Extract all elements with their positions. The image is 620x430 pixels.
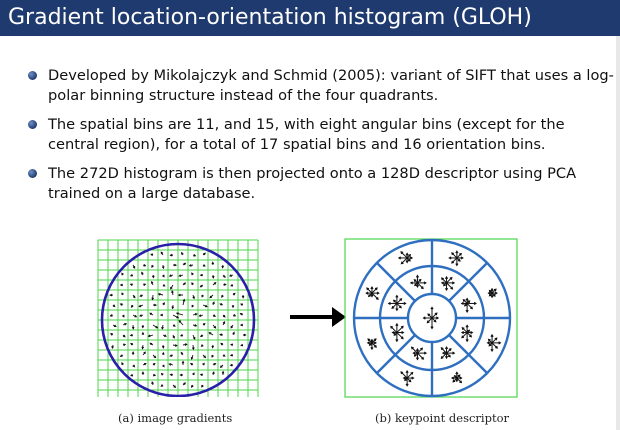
caption-keypoint-descriptor: (b) keypoint descriptor xyxy=(375,411,509,425)
slide-title: Gradient location-orientation histogram … xyxy=(8,5,532,30)
bullet-dot-icon xyxy=(28,169,37,178)
bullet-item: Developed by Mikolajczyk and Schmid (200… xyxy=(26,66,614,106)
log-polar-descriptor-diagram xyxy=(344,238,518,398)
image-gradients-figure xyxy=(95,237,281,401)
bullet-item: The 272D histogram is then projected ont… xyxy=(26,164,614,204)
bullet-list: Developed by Mikolajczyk and Schmid (200… xyxy=(26,66,614,213)
keypoint-descriptor-figure xyxy=(343,237,521,399)
right-arrow-icon xyxy=(290,307,346,327)
bullet-dot-icon xyxy=(28,71,37,80)
scrollbar[interactable] xyxy=(616,36,620,430)
bullet-item: The spatial bins are 11, and 15, with ei… xyxy=(26,115,614,155)
bullet-dot-icon xyxy=(28,120,37,129)
bullet-text: The 272D histogram is then projected ont… xyxy=(48,165,577,202)
gradient-grid-diagram xyxy=(97,239,259,401)
bullet-text: Developed by Mikolajczyk and Schmid (200… xyxy=(48,67,614,104)
title-bar: Gradient location-orientation histogram … xyxy=(0,0,620,36)
caption-image-gradients: (a) image gradients xyxy=(118,411,233,425)
bullet-text: The spatial bins are 11, and 15, with ei… xyxy=(48,116,565,153)
